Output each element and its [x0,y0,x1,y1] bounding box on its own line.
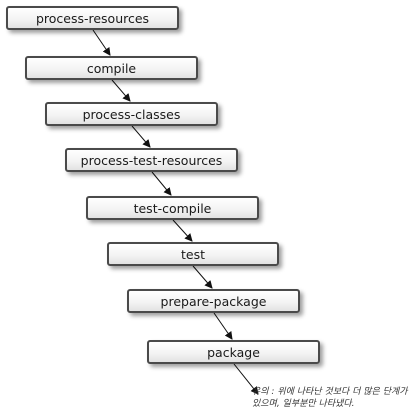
phase-process-classes: process-classes [45,102,218,126]
phase-test: test [107,242,279,266]
arrow-4-5 [151,171,172,196]
arrow-1-2 [92,29,111,56]
arrow-6-7 [192,265,213,289]
arrow-8-more [233,363,259,395]
phase-test-compile: test-compile [86,196,259,220]
phase-prepare-package: prepare-package [127,289,300,313]
phase-compile: compile [25,56,198,80]
arrow-3-4 [131,125,151,148]
footnote-line-2: 있으며, 일부분만 나타냈다. [252,399,355,409]
phase-process-resources: process-resources [6,6,179,30]
phase-process-test-resources: process-test-resources [65,148,238,172]
arrow-2-3 [111,79,131,102]
arrow-5-6 [172,219,193,242]
phase-package: package [147,340,320,364]
arrow-7-8 [213,312,233,340]
footnote: 유의 : 위에 나타난 것보다 더 많은 단계가 있으며, 일부분만 나타냈다. [252,386,414,410]
footnote-line-1: 유의 : 위에 나타난 것보다 더 많은 단계가 [252,387,408,397]
